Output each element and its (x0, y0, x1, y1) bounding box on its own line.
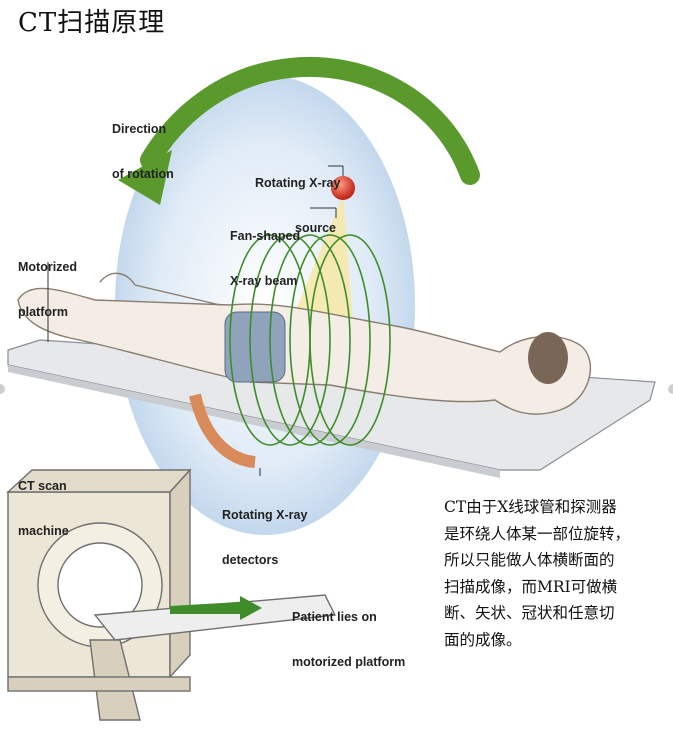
label-rotating-xray-source: Rotating X-ray source (255, 146, 340, 266)
platform-arrow (170, 596, 262, 620)
label-line: source (295, 221, 336, 235)
description-line: 面的成像。 (444, 630, 522, 649)
label-line: X-ray beam (230, 274, 298, 288)
label-direction-of-rotation: Direction of rotation (112, 92, 174, 212)
xray-source (331, 176, 355, 200)
label-line: platform (18, 305, 68, 319)
patient-shorts (224, 311, 286, 383)
scan-rings (229, 234, 391, 446)
description-line: 断、矢状、冠状和任意切 (444, 604, 615, 622)
label-fan-shaped-beam: Fan-shaped X-ray beam (230, 199, 300, 319)
label-line: Patient lies on (292, 610, 377, 624)
label-line: Fan-shaped (230, 229, 301, 243)
label-line: Rotating X-ray (222, 508, 308, 522)
description-line: 是环绕人体某一部位旋转， (444, 524, 631, 543)
label-line: machine (18, 524, 69, 538)
patient-figure (17, 287, 591, 415)
label-ct-scan-machine: CT scan machine (18, 449, 69, 569)
label-line: of rotation (112, 167, 174, 181)
label-rotating-xray-detectors: Rotating X-ray detectors (222, 478, 307, 598)
label-line: CT scan (18, 479, 67, 493)
label-line: Direction (112, 122, 167, 136)
carousel-next-dot[interactable] (668, 384, 673, 394)
label-line: detectors (222, 553, 279, 567)
description-text: CT由于X线球管和探测器 是环绕人体某一部位旋转， 所以只能做人体横断面的 扫描… (444, 494, 666, 653)
description-line: 扫描成像，而MRI可做横 (444, 577, 618, 596)
label-motorized-platform: Motorized platform (18, 230, 77, 350)
label-line: Motorized (18, 260, 78, 274)
rotation-arrow (140, 57, 480, 185)
rotation-arrow-head (118, 150, 172, 205)
description-line: CT由于X线球管和探测器 (444, 498, 617, 516)
carousel-prev-dot[interactable] (0, 384, 5, 394)
label-line: Rotating X-ray (255, 176, 341, 190)
ct-machine (6, 468, 337, 721)
patient-hair (528, 332, 568, 384)
description-line: 所以只能做人体横断面的 (444, 551, 615, 569)
label-line: motorized platform (292, 655, 406, 669)
detector-arc (189, 393, 256, 468)
page-title: CT扫描原理 (18, 8, 166, 38)
label-patient-lies-on-platform: Patient lies on motorized platform (292, 580, 405, 700)
